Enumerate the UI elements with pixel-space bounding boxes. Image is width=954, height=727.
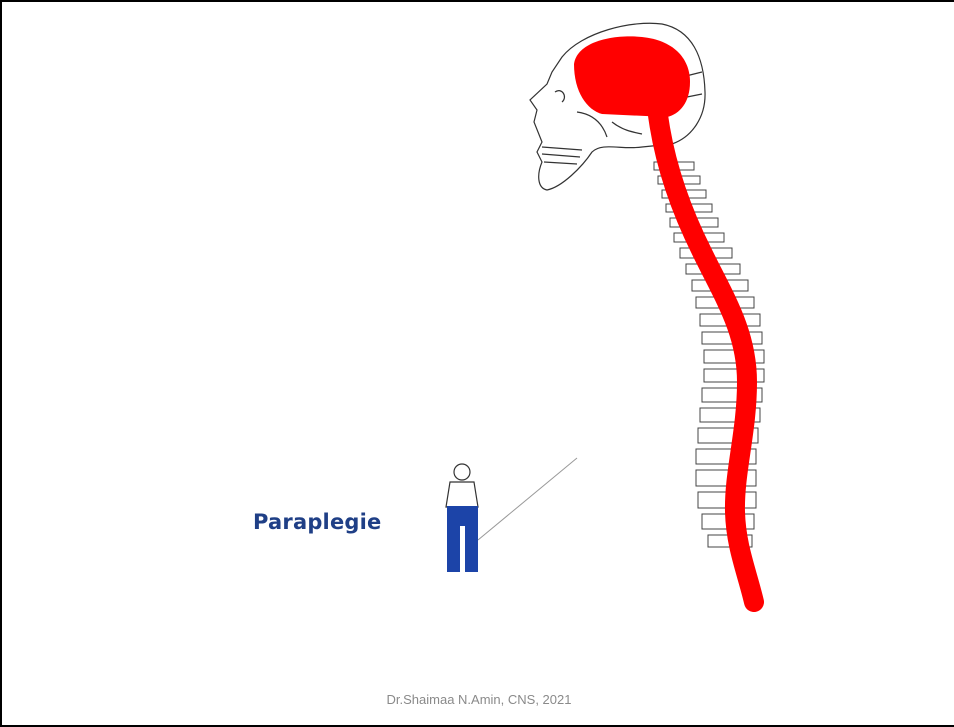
cns-highlight bbox=[574, 36, 690, 117]
diagram-label: Paraplegie bbox=[253, 510, 381, 534]
pointer-line bbox=[478, 458, 577, 540]
slide-footer: Dr.Shaimaa N.Amin, CNS, 2021 bbox=[2, 692, 954, 707]
person-icon bbox=[446, 464, 478, 572]
